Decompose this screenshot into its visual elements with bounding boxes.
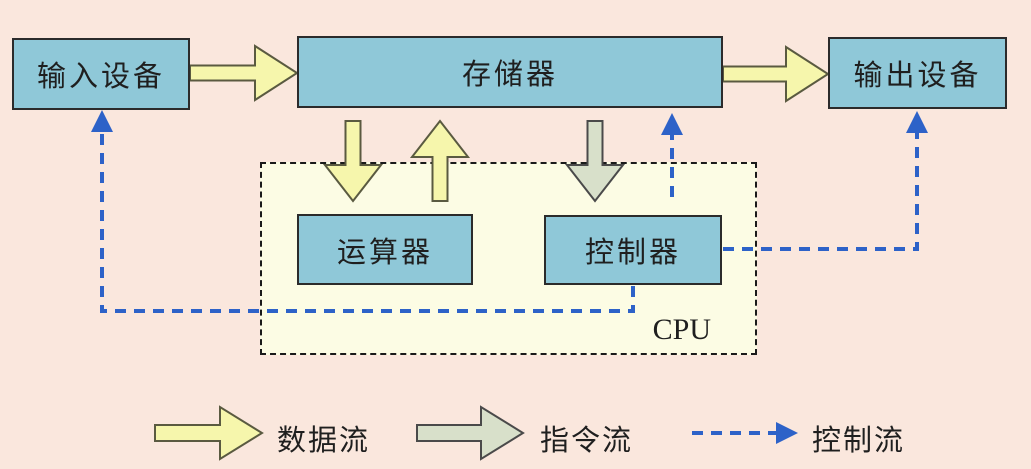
instruction-flow-arrow-memory-to-cu: [564, 120, 626, 203]
node-input-device-label: 输入设备: [36, 61, 165, 93]
node-input-device: 输入设备: [12, 38, 190, 110]
legend-control-flow-arrowhead: [776, 422, 798, 444]
data-flow-arrow-memory-to-output: [722, 45, 830, 103]
control-flow-arrowhead-input: [91, 110, 113, 132]
node-output-device: 输出设备: [828, 37, 1007, 109]
legend-instruction-flow-label: 指令流: [540, 425, 634, 457]
node-alu-label: 运算器: [336, 236, 433, 269]
control-flow-arrowhead-output: [906, 111, 928, 133]
control-flow-line-cu-to-output: [723, 132, 919, 251]
node-memory-label: 存储器: [461, 59, 558, 91]
legend-data-flow-label: 数据流: [277, 425, 371, 457]
legend-control-flow-label: 控制流: [812, 425, 906, 457]
cpu-label: CPU: [652, 313, 711, 346]
node-output-device-label: 输出设备: [853, 60, 982, 92]
control-flow-line-cu-to-input: [100, 131, 635, 313]
node-alu: 运算器: [297, 214, 473, 285]
control-flow-arrowhead-memory: [661, 113, 683, 135]
data-flow-arrow-alu-to-memory: [409, 119, 471, 202]
node-control-unit-label: 控制器: [584, 237, 681, 269]
data-flow-arrow-memory-to-alu: [322, 120, 384, 203]
legend-instruction-flow-arrow: [416, 405, 525, 461]
node-memory: 存储器: [297, 36, 723, 108]
legend-data-flow-arrow: [154, 405, 264, 461]
data-flow-arrow-input-to-memory: [189, 44, 299, 102]
node-control-unit: 控制器: [544, 215, 722, 285]
